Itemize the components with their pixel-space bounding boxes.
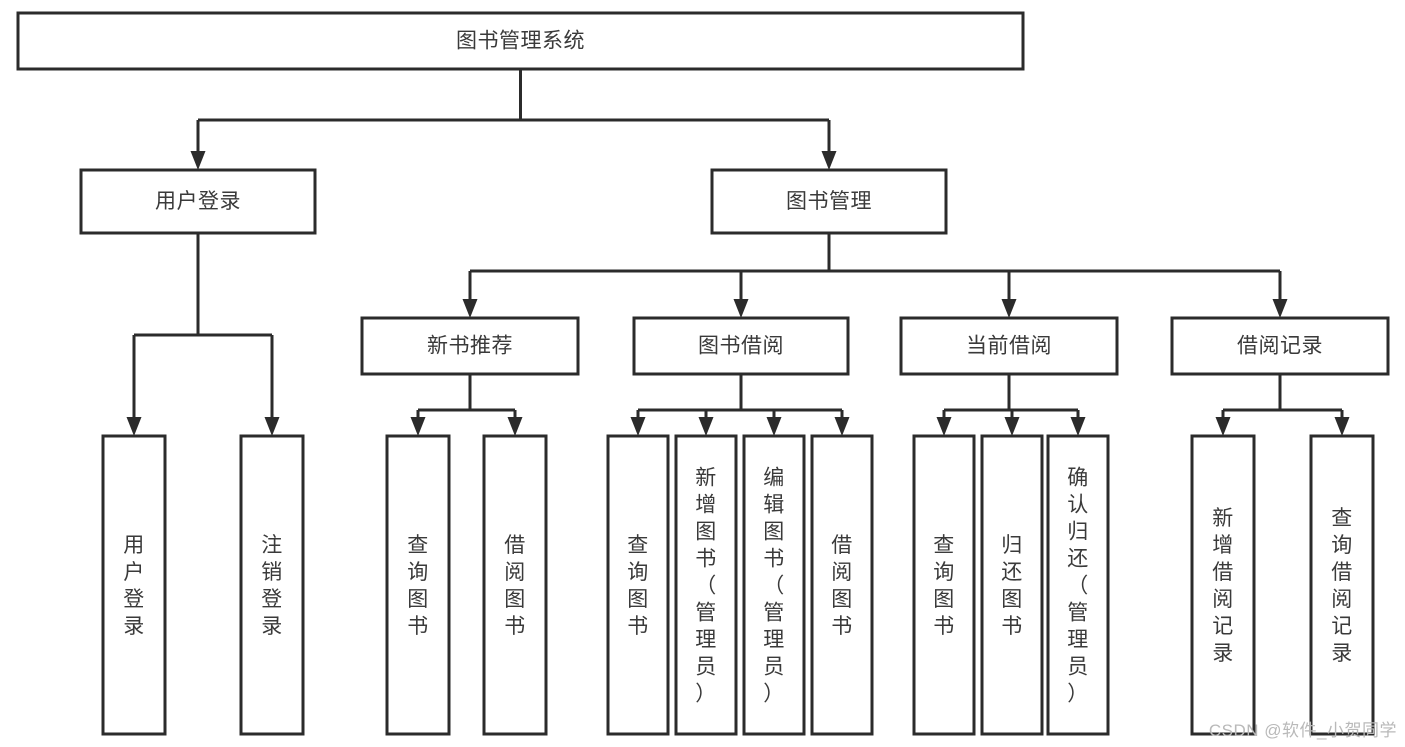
node-label: 查询图书: [407, 534, 429, 638]
node-l-logout[interactable]: 注销登录: [239, 434, 305, 736]
edge-group: [126, 233, 280, 436]
node-l-cb-return[interactable]: 归还图书: [980, 434, 1044, 736]
edge-arrowhead: [1334, 417, 1350, 436]
node-l-bb-query[interactable]: 查询图书: [606, 434, 670, 736]
node-l-nb-borrow[interactable]: 借阅图书: [482, 434, 548, 736]
node-label: 查询借阅记录: [1331, 507, 1353, 665]
edge-arrowhead: [630, 417, 646, 436]
node-root[interactable]: 图书管理系统: [16, 11, 1025, 71]
edge-arrowhead: [821, 151, 837, 170]
edge-arrowhead: [1215, 417, 1231, 436]
node-box[interactable]: [606, 434, 670, 736]
edge-arrowhead: [834, 417, 850, 436]
edge-arrowhead: [733, 299, 749, 318]
node-label: 用户登录: [123, 534, 145, 638]
node-label: 借阅图书: [831, 534, 853, 638]
node-n-user-login[interactable]: 用户登录: [79, 168, 317, 235]
node-l-bb-add[interactable]: 新增图书（管理员）: [674, 434, 738, 736]
node-box[interactable]: [239, 434, 305, 736]
node-l-bb-edit[interactable]: 编辑图书（管理员）: [742, 434, 806, 736]
edge-arrowhead: [190, 151, 206, 170]
edge-arrowhead: [264, 417, 280, 436]
node-box[interactable]: [1190, 434, 1256, 736]
edge-arrowhead: [698, 417, 714, 436]
node-box[interactable]: [810, 434, 874, 736]
node-box[interactable]: [360, 316, 580, 376]
node-l-user-login[interactable]: 用户登录: [101, 434, 167, 736]
node-label: 借阅记录: [1237, 335, 1323, 358]
edge-arrowhead: [1001, 299, 1017, 318]
node-label: 新增借阅记录: [1212, 507, 1234, 665]
node-label: 图书管理系统: [456, 30, 585, 53]
node-box[interactable]: [1170, 316, 1390, 376]
node-box[interactable]: [980, 434, 1044, 736]
edge-group: [936, 374, 1086, 436]
edge-arrowhead: [936, 417, 952, 436]
node-l-rc-query[interactable]: 查询借阅记录: [1309, 434, 1375, 736]
node-label: 确认归还（管理员）: [1067, 467, 1089, 706]
node-n-borrow[interactable]: 图书借阅: [632, 316, 850, 376]
node-l-nb-query[interactable]: 查询图书: [385, 434, 451, 736]
node-box[interactable]: [1046, 434, 1110, 736]
node-box[interactable]: [912, 434, 976, 736]
node-label: 查询图书: [627, 534, 649, 638]
node-box[interactable]: [16, 11, 1025, 71]
node-l-cb-query[interactable]: 查询图书: [912, 434, 976, 736]
node-label: 用户登录: [155, 190, 241, 213]
edge-arrowhead: [410, 417, 426, 436]
edge-arrowhead: [1004, 417, 1020, 436]
edge-arrowhead: [507, 417, 523, 436]
node-box[interactable]: [1309, 434, 1375, 736]
node-box[interactable]: [482, 434, 548, 736]
node-label: 新书推荐: [427, 335, 513, 358]
node-l-bb-borrow[interactable]: 借阅图书: [810, 434, 874, 736]
node-label: 新增图书（管理员）: [695, 467, 717, 706]
edge-group: [410, 374, 523, 436]
nodes-layer: 图书管理系统用户登录图书管理新书推荐图书借阅当前借阅借阅记录用户登录注销登录查询…: [16, 11, 1390, 736]
node-box[interactable]: [101, 434, 167, 736]
node-n-record[interactable]: 借阅记录: [1170, 316, 1390, 376]
edge-arrowhead: [462, 299, 478, 318]
node-label: 归还图书: [1001, 534, 1023, 638]
node-label: 查询图书: [933, 534, 955, 638]
node-label: 图书借阅: [698, 335, 784, 358]
node-box[interactable]: [674, 434, 738, 736]
node-n-new-book[interactable]: 新书推荐: [360, 316, 580, 376]
node-n-current[interactable]: 当前借阅: [899, 316, 1119, 376]
node-l-cb-confirm[interactable]: 确认归还（管理员）: [1046, 434, 1110, 736]
node-label: 图书管理: [786, 190, 872, 213]
edge-arrowhead: [1272, 299, 1288, 318]
edge-arrowhead: [766, 417, 782, 436]
node-label: 注销登录: [261, 534, 283, 638]
node-box[interactable]: [79, 168, 317, 235]
node-box[interactable]: [385, 434, 451, 736]
node-box[interactable]: [899, 316, 1119, 376]
edge-group: [462, 233, 1288, 318]
node-l-rc-add[interactable]: 新增借阅记录: [1190, 434, 1256, 736]
edge-arrowhead: [126, 417, 142, 436]
node-n-book-mgmt[interactable]: 图书管理: [710, 168, 948, 235]
node-box[interactable]: [632, 316, 850, 376]
node-label: 借阅图书: [504, 534, 526, 638]
node-label: 编辑图书（管理员）: [763, 467, 785, 706]
node-label: 当前借阅: [966, 335, 1052, 358]
edge-arrowhead: [1070, 417, 1086, 436]
node-box[interactable]: [710, 168, 948, 235]
edges-layer: [126, 69, 1350, 436]
edge-group: [630, 374, 850, 436]
node-box[interactable]: [742, 434, 806, 736]
edge-group: [190, 69, 837, 170]
edge-group: [1215, 374, 1350, 436]
